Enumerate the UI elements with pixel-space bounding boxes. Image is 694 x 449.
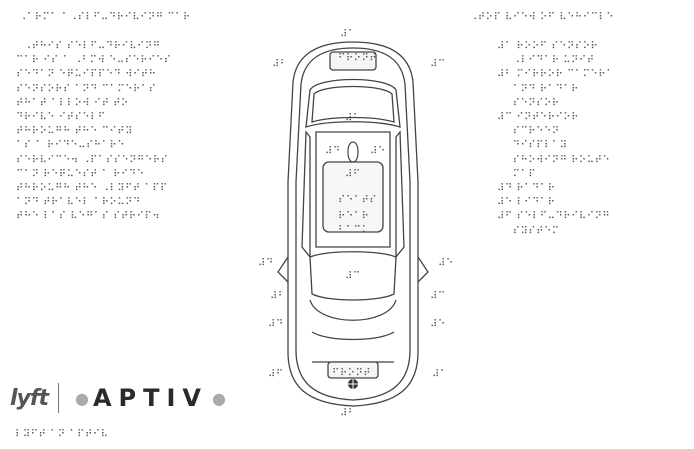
list-item: ⠼⠉ ⠊⠝⠞⠑⠗⠊⠕⠗ bbox=[497, 112, 579, 124]
aptiv-dot-left-icon: ● bbox=[74, 388, 89, 408]
list-item: ⠀⠀⠙⠊⠎⠏⠇⠁⠽ bbox=[497, 140, 568, 152]
car-rear-label-top: ⠗⠑⠁⠗ bbox=[338, 211, 370, 222]
aptiv-dot-right-icon: ● bbox=[212, 388, 226, 408]
description-line: ⠞⠓⠗⠕⠥⠛⠓ ⠞⠓⠑ ⠉⠊⠞⠽ bbox=[16, 126, 133, 138]
description-line: ⠉⠁⠗ ⠊⠎ ⠁ ⠠⠃⠍⠺ ⠑⠤⠎⠑⠗⠊⠑⠎ bbox=[16, 55, 172, 67]
list-item: ⠼⠋ ⠎⠑⠇⠋⠤⠙⠗⠊⠧⠊⠝⠛ bbox=[497, 211, 611, 223]
list-item: ⠀⠀⠎⠓⠕⠺⠊⠝⠛ ⠗⠕⠥⠞⠑ bbox=[497, 154, 611, 166]
marker-c: ⠼⠉ bbox=[430, 59, 446, 70]
description-line: ⠞⠓⠁⠞ ⠁⠇⠇⠕⠺ ⠊⠞ ⠞⠕ bbox=[16, 97, 129, 109]
description-line: ⠀⠠⠞⠓⠊⠎ ⠎⠑⠇⠋⠤⠙⠗⠊⠧⠊⠝⠛ bbox=[16, 41, 161, 52]
description-line: ⠞⠓⠑ ⠇⠁⠎ ⠧⠑⠛⠁⠎ ⠎⠞⠗⠊⠏⠲ bbox=[16, 211, 161, 223]
marker-b: ⠼⠃ bbox=[340, 408, 356, 419]
car-roof-label: ⠋⠗⠕⠝⠞ bbox=[338, 53, 378, 64]
header-title: ⠠⠁⠗⠍⠁ ⠁⠠⠎⠇⠋⠤⠙⠗⠊⠧⠊⠝⠛ ⠉⠁⠗ bbox=[19, 12, 191, 23]
car-outline bbox=[277, 41, 429, 407]
list-item: ⠀⠀⠠⠇⠊⠙⠁⠗ ⠥⠝⠊⠞ bbox=[497, 55, 595, 67]
description-line: ⠁⠎ ⠁ ⠗⠊⠙⠑⠤⠎⠓⠁⠗⠑ bbox=[16, 140, 126, 152]
list-item: ⠼⠙ ⠗⠁⠙⠁⠗ bbox=[497, 183, 556, 195]
car-top-view-diagram bbox=[258, 32, 448, 422]
list-item: ⠼⠑ ⠇⠊⠙⠁⠗ bbox=[497, 197, 556, 209]
list-item: ⠼⠃ ⠍⠊⠗⠗⠕⠗ ⠉⠁⠍⠑⠗⠁ bbox=[497, 69, 614, 81]
list-item: ⠼⠁ ⠗⠕⠕⠋ ⠎⠑⠝⠎⠕⠗ bbox=[497, 41, 599, 52]
car-interior-label: ⠎⠑⠁⠞⠎ bbox=[338, 195, 378, 206]
marker-e: ⠼⠑ bbox=[370, 146, 386, 157]
marker-e: ⠼⠑ bbox=[438, 258, 454, 269]
description-line: ⠎⠑⠗⠧⠊⠉⠑⠲ ⠠⠏⠁⠎⠎⠑⠝⠛⠑⠗⠎ bbox=[16, 154, 169, 166]
aptiv-logo: ● APTIV ● bbox=[71, 384, 230, 412]
header-view-title: ⠠⠞⠕⠏ ⠧⠊⠑⠺ ⠕⠋ ⠧⠑⠓⠊⠉⠇⠑ bbox=[470, 12, 615, 23]
description-line: ⠞⠓⠗⠕⠥⠛⠓ ⠞⠓⠑ ⠠⠇⠽⠋⠞ ⠁⠏⠏ bbox=[16, 183, 168, 195]
marker-f: ⠼⠋ bbox=[268, 369, 284, 380]
marker-d: ⠼⠙ bbox=[268, 319, 284, 330]
description-line: ⠙⠗⠊⠧⠑ ⠊⠞⠎⠑⠇⠋ bbox=[16, 112, 106, 124]
marker-e: ⠼⠑ bbox=[430, 319, 446, 330]
description-line: ⠎⠑⠝⠎⠕⠗⠎ ⠁⠝⠙ ⠉⠁⠍⠑⠗⠁⠎ bbox=[16, 83, 157, 95]
list-item: ⠀⠀⠎⠑⠝⠎⠕⠗ bbox=[497, 97, 560, 109]
marker-f: ⠼⠋ bbox=[345, 169, 361, 180]
logo-divider bbox=[57, 383, 59, 413]
marker-b: ⠼⠃ bbox=[270, 291, 286, 302]
footer-caption: ⠇⠽⠋⠞ ⠁⠝ ⠁⠏⠞⠊⠧ bbox=[15, 429, 109, 440]
marker-b: ⠼⠃ bbox=[272, 59, 288, 70]
marker-a: ⠼⠁ bbox=[432, 369, 448, 380]
marker-c: ⠼⠉ bbox=[430, 291, 446, 302]
left-description: ⠀⠠⠞⠓⠊⠎ ⠎⠑⠇⠋⠤⠙⠗⠊⠧⠊⠝⠛ ⠉⠁⠗ ⠊⠎ ⠁ ⠠⠃⠍⠺ ⠑⠤⠎⠑⠗⠊… bbox=[16, 40, 172, 225]
car-bumper-label: ⠋⠗⠕⠝⠞ bbox=[332, 368, 372, 379]
description-line: ⠉⠁⠝ ⠗⠑⠟⠥⠑⠎⠞ ⠁ ⠗⠊⠙⠑ bbox=[16, 168, 145, 180]
lyft-logo: lyft bbox=[10, 385, 49, 411]
list-item: ⠀⠀⠍⠁⠏ bbox=[497, 168, 537, 180]
list-item: ⠀⠀⠎⠽⠎⠞⠑⠍ bbox=[497, 225, 560, 237]
list-item: ⠀⠀⠎⠉⠗⠑⠑⠝ bbox=[497, 126, 560, 138]
marker-a: ⠼⠁ bbox=[340, 29, 356, 40]
marker-d: ⠼⠙ bbox=[325, 146, 341, 157]
description-line: ⠁⠝⠙ ⠞⠗⠁⠧⠑⠇ ⠁⠗⠕⠥⠝⠙ bbox=[16, 197, 141, 209]
marker-c: ⠼⠉ bbox=[345, 271, 361, 282]
marker-a: ⠼⠁ bbox=[345, 113, 361, 124]
list-item: ⠀⠀⠁⠝⠙ ⠗⠁⠙⠁⠗ bbox=[497, 83, 579, 95]
right-component-list: ⠼⠁ ⠗⠕⠕⠋ ⠎⠑⠝⠎⠕⠗ ⠀⠀⠠⠇⠊⠙⠁⠗ ⠥⠝⠊⠞ ⠼⠃ ⠍⠊⠗⠗⠕⠗ ⠉… bbox=[497, 40, 614, 239]
description-line: ⠎⠑⠙⠁⠝ ⠑⠟⠥⠊⠏⠏⠑⠙ ⠺⠊⠞⠓ bbox=[16, 69, 157, 81]
aptiv-wordmark: APTIV bbox=[92, 384, 208, 412]
car-rear-label-bottom: ⠃⠁⠉⠅ bbox=[338, 225, 370, 236]
partner-logos: lyft ● APTIV ● bbox=[10, 383, 230, 413]
marker-d: ⠼⠙ bbox=[258, 258, 274, 269]
